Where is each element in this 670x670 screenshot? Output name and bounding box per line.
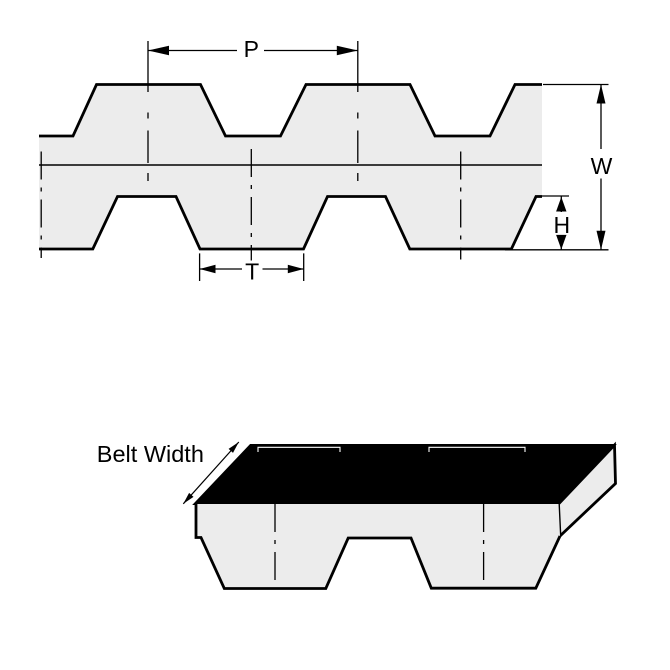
svg-text:P: P xyxy=(244,36,259,62)
svg-text:T: T xyxy=(245,259,259,285)
svg-text:W: W xyxy=(591,153,613,179)
svg-text:H: H xyxy=(553,212,570,238)
svg-text:Belt Width: Belt Width xyxy=(97,441,204,467)
